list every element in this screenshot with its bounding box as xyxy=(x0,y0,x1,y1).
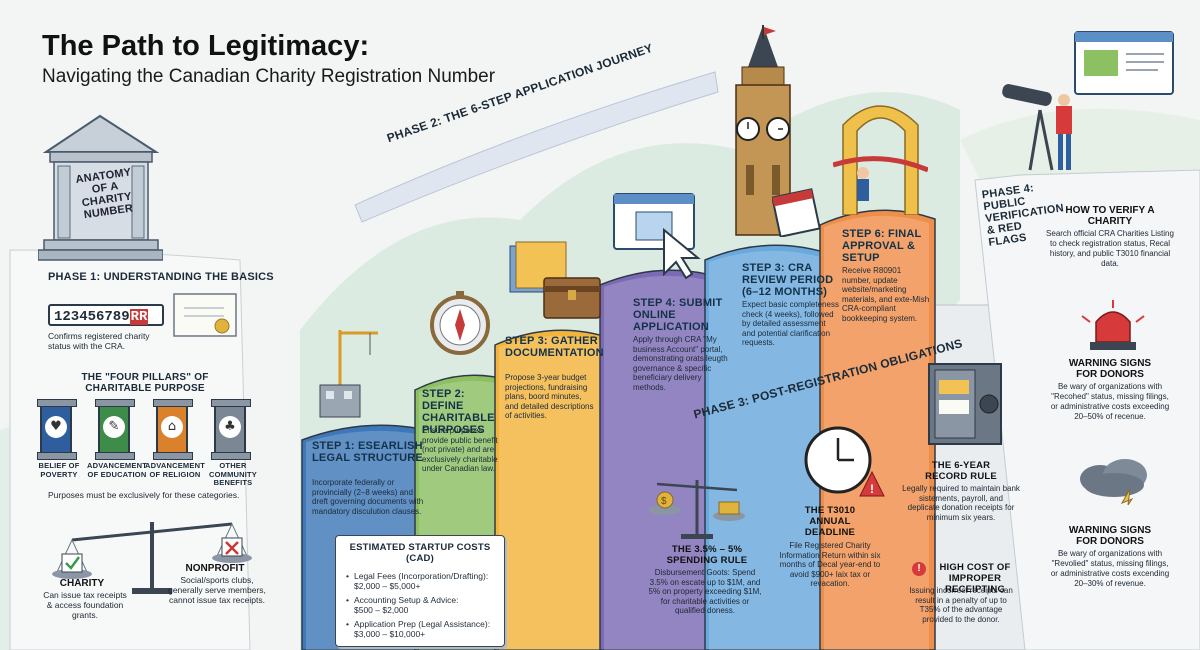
charity-title: CHARITY xyxy=(59,578,105,589)
calendar-icon xyxy=(772,188,820,237)
compass-icon xyxy=(430,291,490,355)
no-receipt-icon: ! xyxy=(912,562,926,576)
obligation-title: THE 6-YEAR RECORD RULE xyxy=(925,460,997,482)
cost-item: •Application Prep (Legal Assistance):$3,… xyxy=(346,619,496,639)
cost-value: $500 – $2,000 xyxy=(354,605,409,615)
obligation-title: HIGH COST OF IMPROPER RECEIPTING xyxy=(939,562,1011,595)
step-title: STEP 2: DEFINE CHARITABLE PURPOSES xyxy=(422,388,495,436)
step-column-face xyxy=(824,215,929,650)
step-column-face xyxy=(709,250,824,650)
spending-scale-icon: $ xyxy=(649,480,745,539)
pillars-note: Purposes must be exclusively for these c… xyxy=(48,490,240,500)
cost-label: •Legal Fees (Incorporation/Drafting): xyxy=(346,571,489,581)
step-body: Expect basic completeness check (4 weeks… xyxy=(742,300,839,347)
charity-number-caption: Confirms registered charity status with … xyxy=(48,331,150,351)
charity-number: 123456789 xyxy=(54,309,130,325)
pillar-icon: ♥ xyxy=(45,416,67,438)
startup-costs-box: ESTIMATED STARTUP COSTS (CAD) •Legal Fee… xyxy=(335,535,505,647)
crane-icon xyxy=(319,330,378,418)
step-column-face xyxy=(604,275,719,650)
svg-text:$: $ xyxy=(661,496,667,507)
pillar-column: ♣ xyxy=(211,399,251,460)
step-column-face xyxy=(499,335,607,650)
browser-cursor-icon xyxy=(613,193,701,280)
ribbon-gate-icon xyxy=(833,105,928,215)
pillars-row: ♥ ✎ ⌂ ♣ xyxy=(37,399,260,462)
phase1-heading: PHASE 1: UNDERSTANDING THE BASICS xyxy=(48,271,274,283)
verify-title: HOW TO VERIFY A CHARITY xyxy=(1065,205,1155,227)
safe-icon xyxy=(928,363,1002,445)
step-title: STEP 6: FINAL APPROVAL & SETUP xyxy=(842,228,922,264)
pillar-label: BELIEF OF POVERTY xyxy=(38,461,80,479)
cost-label: •Accounting Setup & Advice: xyxy=(346,595,459,605)
verify-text: Search official CRA Charities Listing to… xyxy=(1046,229,1174,268)
pillar-column: ✎ xyxy=(95,399,135,460)
cost-value: $2,000 – $5,000+ xyxy=(354,581,421,591)
telescope-monitor-icon xyxy=(1002,31,1174,171)
clock-tower-icon xyxy=(735,25,791,236)
phase4-banner: PHASE 4: PUBLIC VERIFICATION & RED FLAGS xyxy=(981,182,1065,249)
pillar-icon: ⌂ xyxy=(161,416,183,438)
cost-value: $3,000 – $10,000+ xyxy=(354,629,426,639)
obligation-title: THE T3010 ANNUAL DEADLINE xyxy=(804,505,856,538)
folders-chest-icon xyxy=(509,241,601,319)
pillars-title: THE "FOUR PILLARS" OF CHARITABLE PURPOSE xyxy=(81,372,209,394)
nonprofit-text: Social/sports clubs, generally serve mem… xyxy=(168,575,266,605)
obligation-title: THE 3.5% – 5% SPENDING RULE xyxy=(666,544,748,566)
charity-number-box: 123456789RR xyxy=(48,304,164,326)
step-body: Propose 3-year budget projections, fundr… xyxy=(505,373,594,420)
obligation-text: Issuing incorrect receipts can result in… xyxy=(909,586,1013,624)
step-body: Ensure purposes provide public benefit (… xyxy=(422,426,498,473)
warn2-title: WARNING SIGNS FOR DONORS xyxy=(1068,525,1152,547)
step-body: Incorporate federally or provincially (2… xyxy=(312,478,424,516)
pillar-column: ⌂ xyxy=(153,399,193,460)
balance-scale-icon xyxy=(52,522,252,594)
certificate-icon xyxy=(173,293,237,337)
costs-list: •Legal Fees (Incorporation/Drafting):$2,… xyxy=(336,564,504,639)
courthouse-icon xyxy=(38,114,163,261)
page-subtitle: Navigating the Canadian Charity Registra… xyxy=(42,66,496,87)
pillars-labels: BELIEF OF POVERTY ADVANCEMENT OF EDUCATIO… xyxy=(30,461,270,490)
step-title: STEP 4: SUBMIT ONLINE APPLICATION xyxy=(633,297,723,333)
step-body: Receive R80901 number, update website/ma… xyxy=(842,266,930,323)
obligation-text: Disbursement Goots: Spend 3.5% on escate… xyxy=(648,568,762,615)
pillar-icon: ♣ xyxy=(219,416,241,438)
step-title: STEP 1: ESEARLISH LEGAL STRUCTURE xyxy=(312,440,423,464)
warn2-text: Be wary of organizations with "Revolied"… xyxy=(1050,549,1170,588)
pillar-label: OTHER COMMUNITY BENEFITS xyxy=(208,461,258,487)
obligation-text: Legally required to maintain bank sistem… xyxy=(902,484,1020,522)
obligation-text: File Registered Charity Information Retu… xyxy=(779,541,881,588)
siren-icon xyxy=(1081,300,1145,350)
charity-text: Can issue tax receipts & access foundati… xyxy=(43,590,127,620)
pillar-label: ADVANCEMENT OF RELIGION xyxy=(145,461,205,479)
pillar-column: ♥ xyxy=(37,399,77,460)
warn1-title: WARNING SIGNS FOR DONORS xyxy=(1068,358,1152,380)
costs-title: ESTIMATED STARTUP COSTS (CAD) xyxy=(349,542,491,564)
step-body: Apply through CRA "My business Account" … xyxy=(633,335,728,392)
storm-cloud-icon xyxy=(1080,459,1147,505)
step-column xyxy=(819,209,936,650)
pillar-label: ADVANCEMENT OF EDUCATION xyxy=(87,461,147,479)
warn1-text: Be wary of organizations with "Recohed" … xyxy=(1050,382,1170,421)
anatomy-label: ANATOMY OF A CHARITY NUMBER xyxy=(74,166,134,222)
page-title: The Path to Legitimacy: xyxy=(42,30,370,62)
clock-warning-icon: ! xyxy=(804,426,885,497)
cost-item: •Accounting Setup & Advice:$500 – $2,000 xyxy=(346,595,496,615)
svg-text:!: ! xyxy=(870,482,874,496)
pillar-icon: ✎ xyxy=(103,416,125,438)
cost-item: •Legal Fees (Incorporation/Drafting):$2,… xyxy=(346,571,496,591)
cost-label: •Application Prep (Legal Assistance): xyxy=(346,619,491,629)
step-title: STEP 3: GATHER DOCUMENTATION xyxy=(505,335,604,359)
charity-number-suffix: RR xyxy=(129,309,149,325)
step-title: STEP 3: CRA REVIEW PERIOD (6–12 MONTHS) xyxy=(742,262,834,298)
nonprofit-title: NONPROFIT xyxy=(185,563,245,574)
